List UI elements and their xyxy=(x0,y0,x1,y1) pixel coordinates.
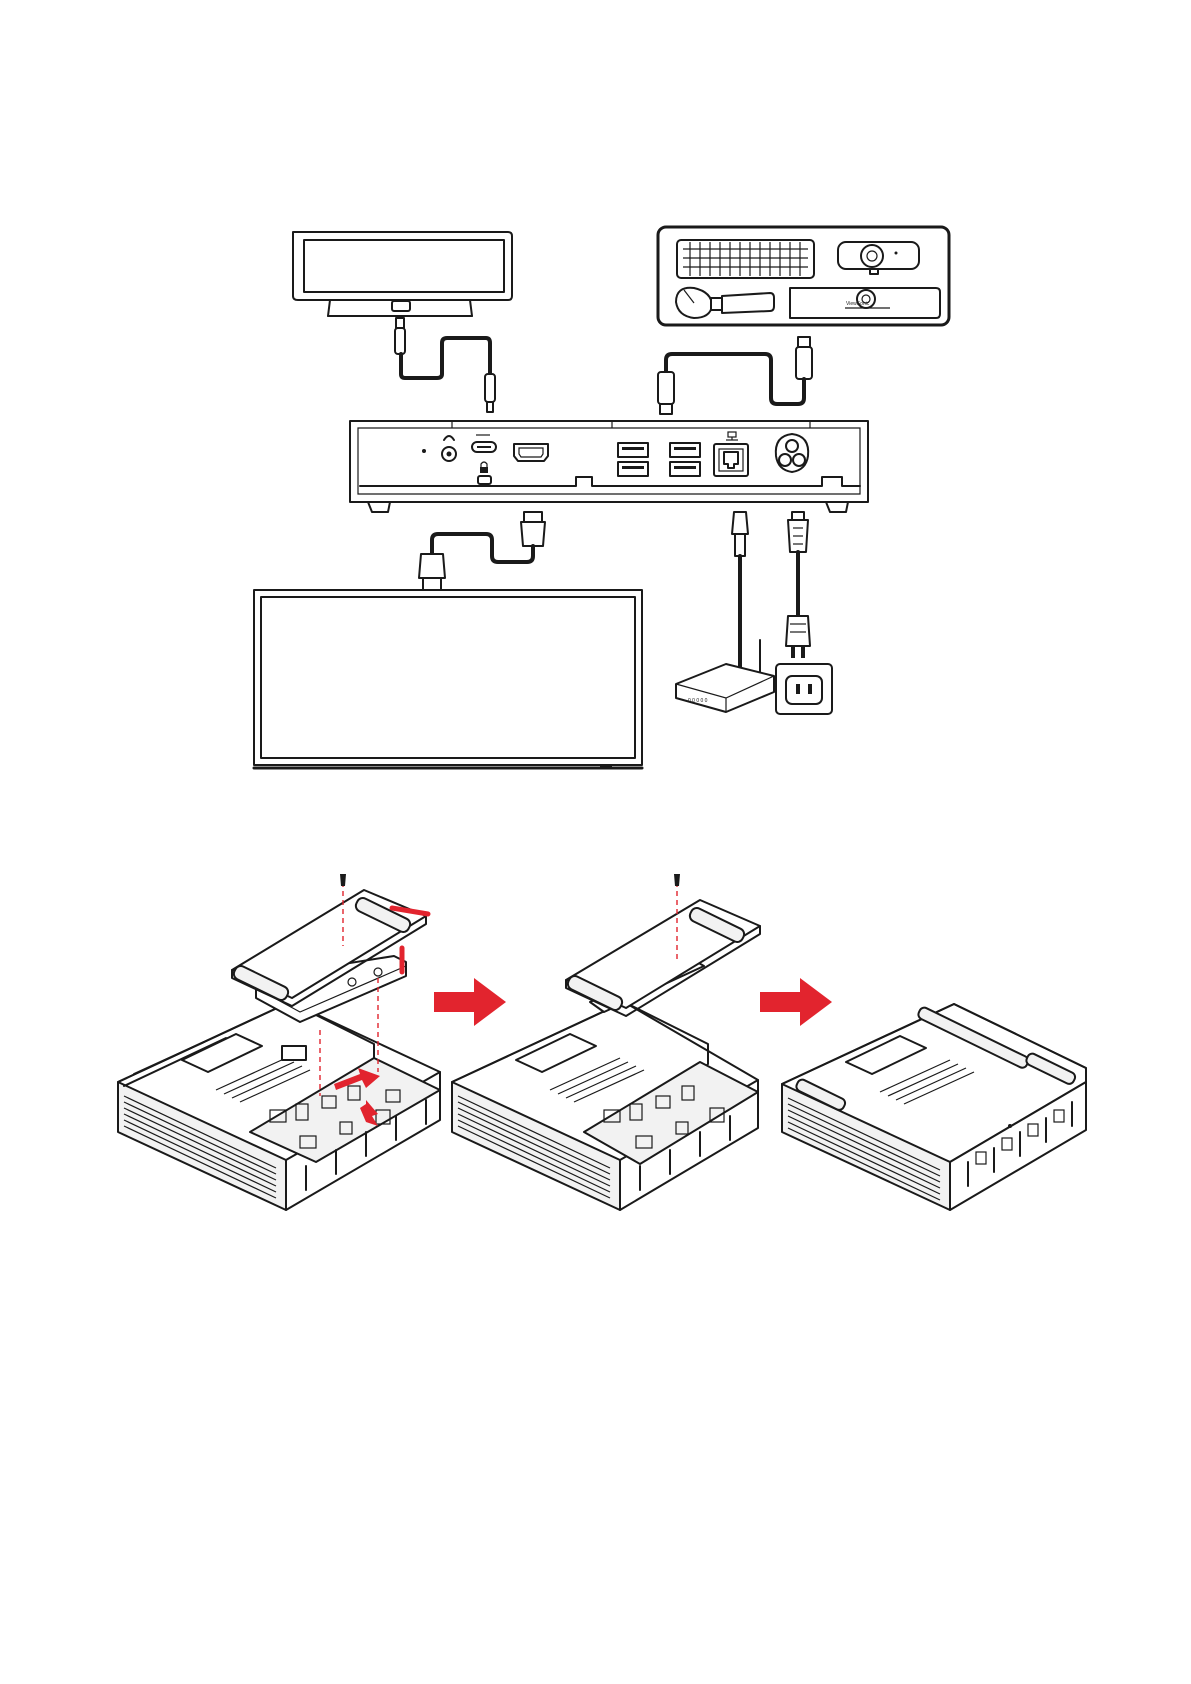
step-2 xyxy=(452,874,760,1210)
step-3 xyxy=(782,1004,1086,1210)
step-1 xyxy=(118,874,440,1210)
step-arrow-2 xyxy=(760,978,832,1026)
step-arrow-1 xyxy=(434,978,506,1026)
